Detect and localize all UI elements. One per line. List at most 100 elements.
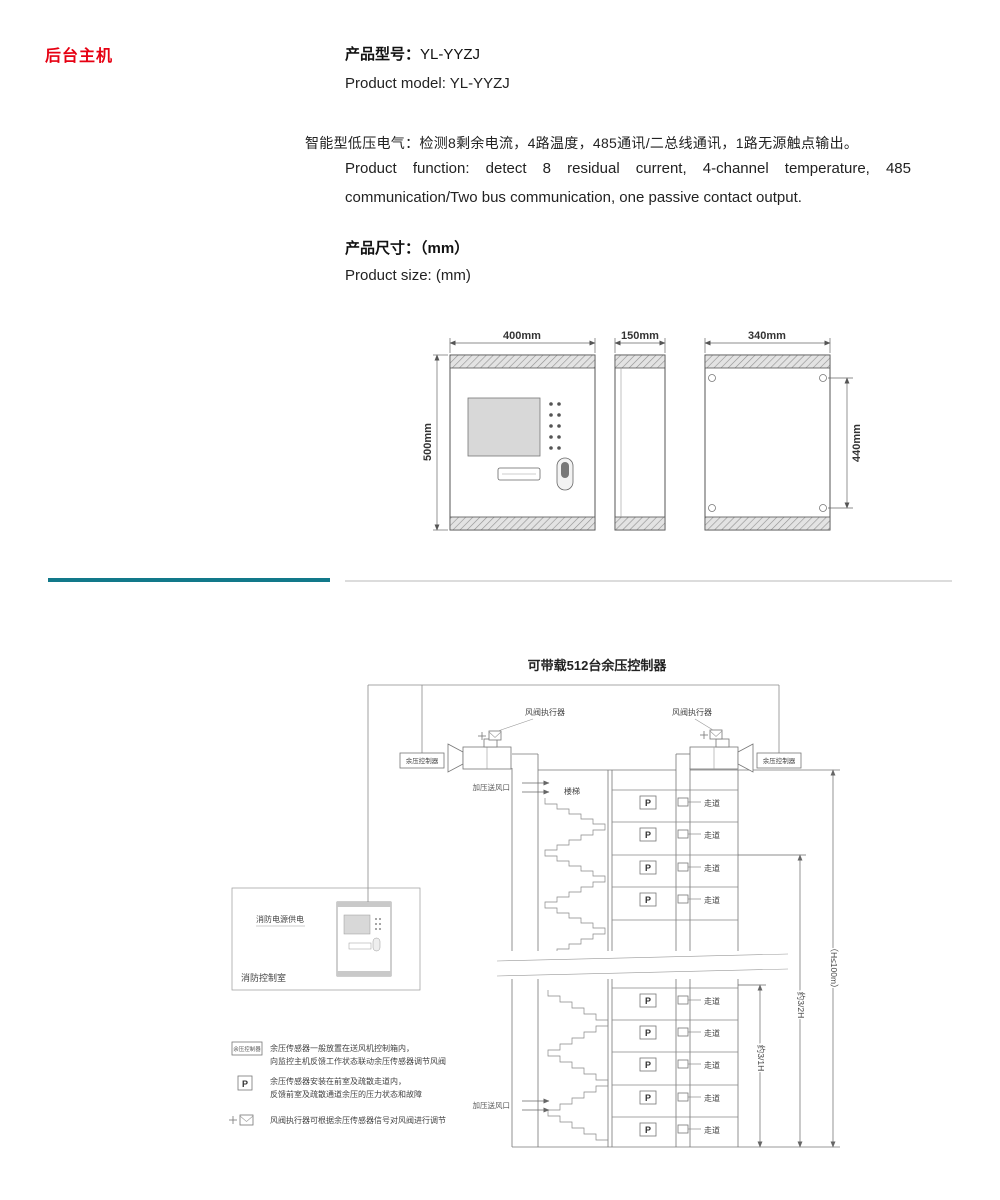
supply-fan-left [447,730,512,773]
page-title: 后台主机 [45,48,114,65]
corridor-label: 走道 [704,1060,720,1070]
floor-row: P 走道 [639,993,720,1008]
legend-text: 反馈前室及疏散通道余压的压力状态和故障 [270,1089,422,1099]
legend-item-controller: 余压控制器 余压传感器一般放置在送风机控制箱内， 向监控主机反馈工作状态联动余压… [231,1041,446,1066]
floor-row: P 走道 [639,795,720,810]
damper-grille [677,1124,689,1134]
floor-row: P 走道 [639,1025,720,1040]
dim-back-height: 440mm [851,424,863,462]
corridor-label: 走道 [704,798,720,808]
product-model-label-en: Product model: [345,75,446,92]
staircase-upper [544,798,606,955]
supply-fan-right [689,729,754,773]
damper-grille [677,995,689,1005]
product-model-row-en: Product model: YL-YYZJ [345,75,510,92]
side-view: 150mm [614,330,666,531]
product-function-zh: 智能型低压电气：检测8剩余电流，4路温度，485通讯/二总线通讯，1路无源触点输… [305,135,859,151]
floor-row: P 走道 [639,892,720,907]
stairs-label: 楼梯 [564,786,580,796]
floor-row: P 走道 [639,827,720,842]
divider-line [345,580,952,582]
actuator-callouts: 风阀执行器 风阀执行器 [497,707,714,732]
pressure-sensor: P [645,830,651,840]
controller-label: 余压控制器 [406,756,439,765]
corridor-label: 走道 [704,830,720,840]
product-size-label-en: Product size: (mm) [345,267,471,284]
back-view: 340mm 440mm [704,330,863,531]
air-outlet-top: 加压送风口 [473,780,550,795]
pressure-sensor: P [645,1093,651,1103]
divider-accent [48,578,330,582]
front-view: 400mm 500mm [422,330,596,531]
dim-front-height: 500mm [422,423,434,461]
pressure-sensor: P [645,1060,651,1070]
air-outlet-bottom: 加压送风口 [473,1098,550,1113]
corridor-label: 走道 [704,1125,720,1135]
fire-power-label: 消防电源供电 [256,914,304,924]
corridor-label: 走道 [704,895,720,905]
air-outlet-label: 加压送风口 [473,782,511,792]
damper-actuator-icon [478,730,502,741]
legend-text: 余压传感器一般放置在送风机控制箱内， [270,1043,414,1053]
staircase-lower [547,990,609,1141]
enclosure-drawing: 400mm 500mm 150mm [422,330,863,531]
dim-front-width: 400mm [503,330,541,342]
building-structure: 楼梯 [511,753,840,1148]
floor-row: P 走道 [639,1057,720,1072]
air-outlet-label: 加压送风口 [473,1100,511,1110]
break-marks [496,951,789,979]
corridor-label: 走道 [704,1028,720,1038]
dim-total-height: （H≤100m） [829,943,839,992]
pressure-sensor: P [645,996,651,1006]
host-cabinet [336,901,392,977]
legend-text: 风阀执行器可根据余压传感器信号对风阀进行调节 [270,1115,446,1125]
controller-label: 余压控制器 [763,756,796,765]
floor-row: P 走道 [639,1122,720,1137]
system-diagram: 可带载512台余压控制器 [229,658,840,1148]
diagram-title: 可带载512台余压控制器 [528,658,668,673]
legend-item-actuator: 风阀执行器可根据余压传感器信号对风阀进行调节 [229,1114,446,1126]
product-function-en-line1: Product function: detect 8 residual curr… [345,160,911,177]
pressure-controller-left: 余压控制器 [399,752,445,769]
dim-one-third-height: 约3/1H [756,1045,766,1071]
damper-grille [677,862,689,872]
pressure-sensor: P [242,1079,248,1089]
system-wiring [367,684,780,902]
corridor-label: 走道 [704,996,720,1006]
legend-text: 余压传感器安装在前室及疏散走道内， [270,1076,406,1086]
pressure-sensor: P [645,895,651,905]
dim-back-width: 340mm [748,330,786,342]
pressure-controller-right: 余压控制器 [756,752,802,769]
pressure-sensor: P [645,863,651,873]
damper-grille [677,1027,689,1037]
corridor-label: 走道 [704,1093,720,1103]
damper-grille [677,1059,689,1069]
floor-row: P 走道 [639,1090,720,1105]
damper-actuator-icon [700,729,723,740]
corridor-label: 走道 [704,863,720,873]
mounting-holes [708,374,827,512]
damper-grille [677,829,689,839]
product-model-value-en: YL-YYZJ [449,75,510,92]
dim-side-width: 150mm [621,330,659,342]
actuator-label-right: 风阀执行器 [672,707,712,717]
fire-room-label: 消防控制室 [241,972,286,983]
dim-two-thirds-height: 约3/2H [796,992,806,1018]
pressure-sensor: P [645,1125,651,1135]
display-screen [467,397,541,457]
controller-label: 余压控制器 [233,1045,261,1053]
product-model-value: YL-YYZJ [420,46,481,63]
product-model-label: 产品型号： [345,46,421,63]
led-indicators [549,402,561,450]
floor-slabs [612,789,738,1118]
damper-grille [677,797,689,807]
pressure-sensor: P [645,1028,651,1038]
damper-grille [677,894,689,904]
height-dimensions: （H≤100m） 约3/2H 约3/1H [738,769,840,1148]
damper-grille [677,1092,689,1102]
pressure-sensor: P [645,798,651,808]
fire-control-room: 消防电源供电 消防控制室 [231,887,421,991]
actuator-label-left: 风阀执行器 [525,707,565,717]
legend-text: 向监控主机反馈工作状态联动余压传感器调节风阀 [270,1056,446,1066]
floor-row: P 走道 [639,860,720,875]
